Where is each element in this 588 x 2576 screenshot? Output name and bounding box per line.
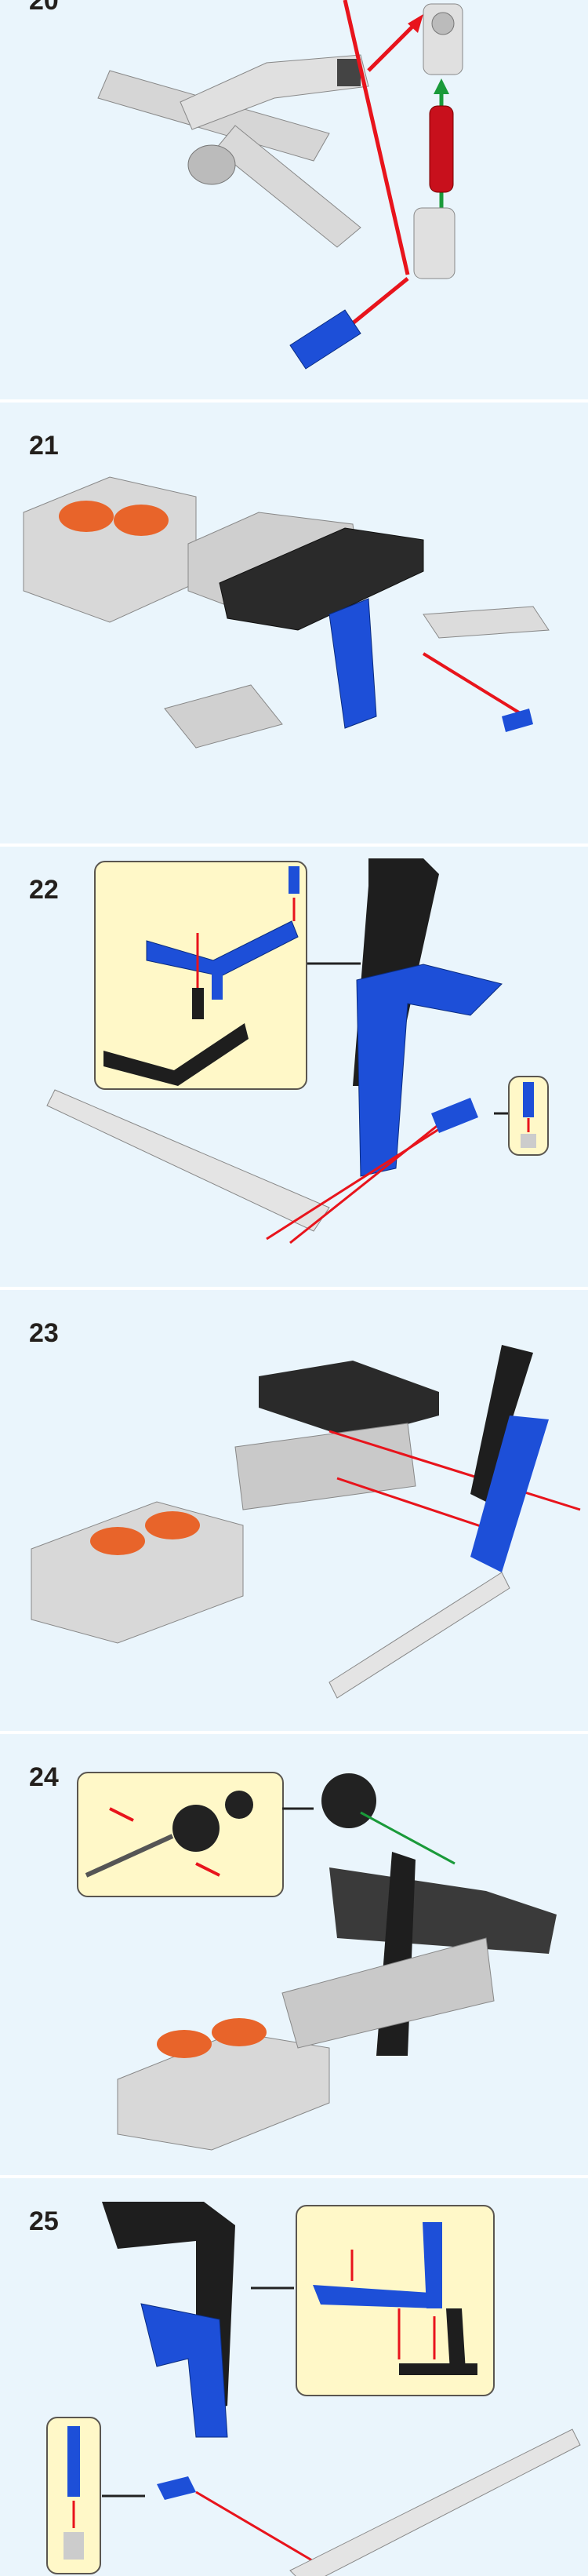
gray-connector-top [423, 3, 463, 75]
pin-callout [508, 1076, 549, 1156]
step-22-panel: 22 [0, 847, 588, 1287]
step-25-panel: 25 [0, 2178, 588, 2576]
blue-pin [289, 309, 361, 370]
step-22-illustration [46, 858, 541, 1244]
gear-callout [77, 1772, 284, 1897]
step-number: 22 [29, 875, 59, 905]
motor-battery-box [23, 476, 197, 623]
red-arrow [336, 1477, 503, 1535]
motor-battery-box [117, 2031, 330, 2151]
step-number: 25 [29, 2206, 59, 2236]
gray-beam [46, 1089, 330, 1232]
gear [321, 1773, 376, 1828]
step-number: 21 [29, 431, 59, 461]
blue-pin [502, 709, 533, 732]
motor-battery-box [31, 1501, 244, 1644]
step-21-panel: 21 [0, 403, 588, 843]
red-arrow [367, 18, 421, 72]
blue-beam [328, 598, 377, 729]
sub-assembly-callout [296, 2205, 495, 2396]
red-arrow [343, 277, 409, 331]
step-24-panel: 24 [0, 1734, 588, 2175]
gray-axle-assembly [97, 54, 369, 248]
pin-callout [46, 2417, 101, 2574]
gray-connector-bottom [413, 207, 456, 279]
step-20-illustration [97, 0, 463, 370]
red-axle-connector [429, 105, 454, 193]
step-21-illustration [23, 476, 550, 749]
step-20-panel: 20 [0, 0, 588, 399]
step-25-illustration [102, 2202, 581, 2576]
step-23-illustration [31, 1345, 581, 1699]
gray-beam [289, 2428, 581, 2576]
step-23-panel: 23 [0, 1290, 588, 1731]
step-number: 24 [29, 1762, 59, 1792]
sub-assembly-callout [94, 861, 307, 1090]
red-arrow [328, 1430, 581, 1511]
step-number: 20 [29, 0, 59, 16]
step-24-illustration [117, 1773, 557, 2151]
step-number: 23 [29, 1318, 59, 1348]
red-arrow [422, 652, 527, 718]
